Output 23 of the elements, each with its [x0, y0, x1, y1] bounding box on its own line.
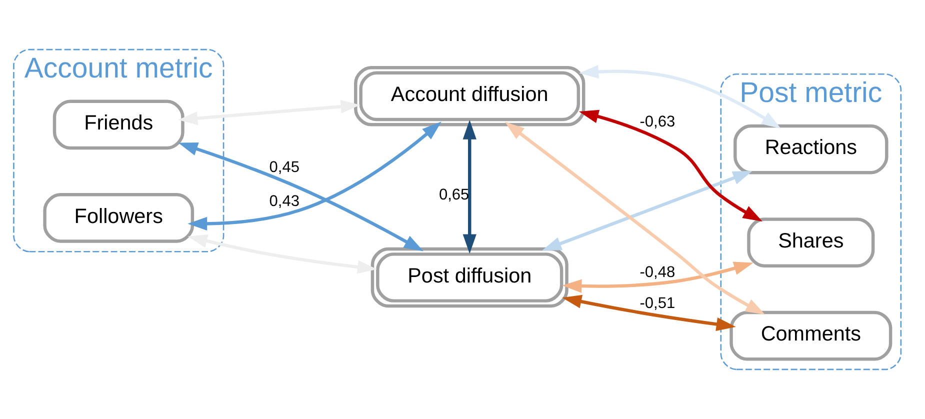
- node-box: Reactions: [734, 124, 888, 174]
- node-box: Shares: [747, 218, 875, 268]
- node-box: Friends: [52, 100, 184, 150]
- edge-label: 0,45: [269, 159, 300, 176]
- arrow: [504, 122, 766, 315]
- edge-label: -0,48: [640, 264, 676, 281]
- arrow: [188, 234, 377, 274]
- arrow: [188, 122, 442, 231]
- arrow: [178, 100, 360, 126]
- arrow: [462, 120, 476, 254]
- arrow: [562, 294, 736, 331]
- node-box: Followers: [43, 192, 194, 243]
- node-box: Comments: [730, 310, 892, 361]
- edge-label: -0,63: [640, 114, 676, 131]
- node-box: Account diffusion: [354, 66, 586, 126]
- arrow: [542, 170, 752, 251]
- arrow: [178, 142, 424, 252]
- edge-label: -0,51: [640, 295, 676, 312]
- arrow: [578, 110, 762, 222]
- arrow: [562, 262, 754, 293]
- edge-label: 0,43: [269, 192, 300, 210]
- arrow: [579, 65, 781, 129]
- node-box: Post diffusion: [370, 247, 568, 308]
